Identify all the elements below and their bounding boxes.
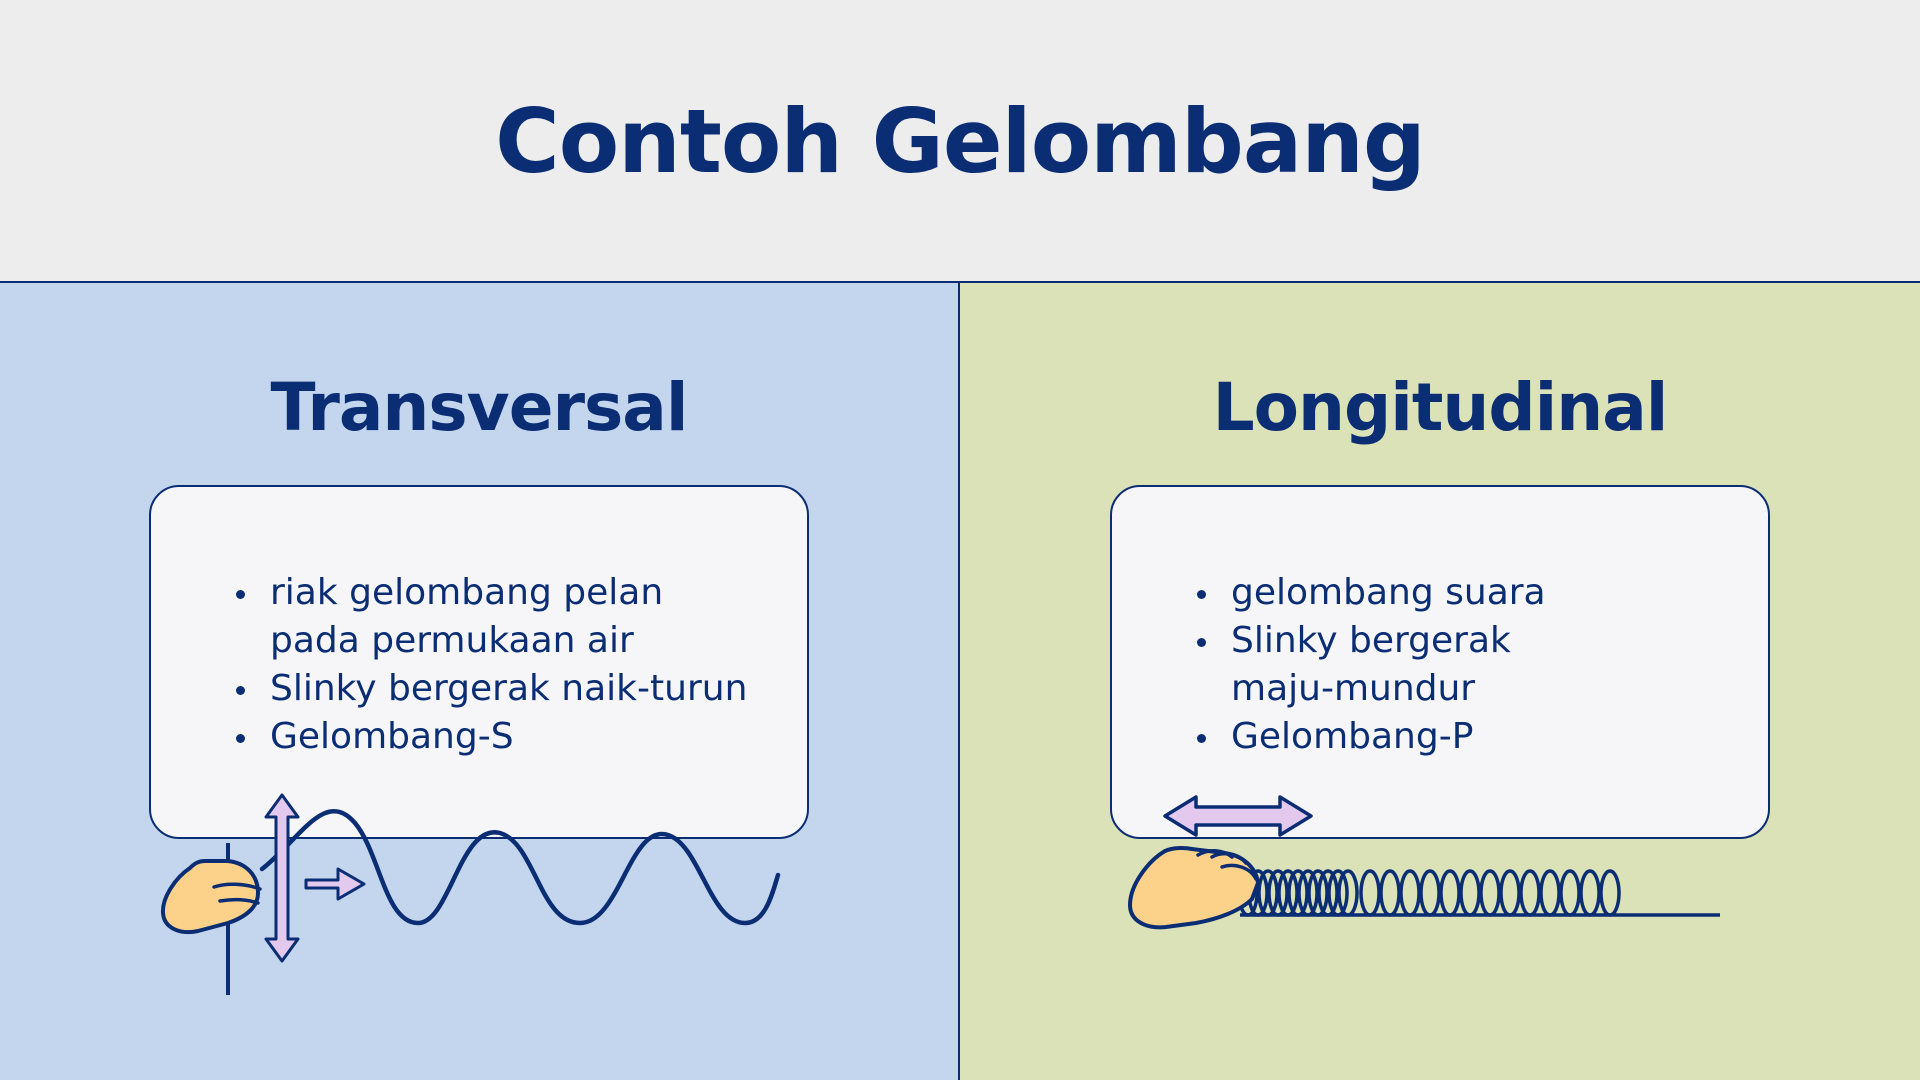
hand-icon	[1128, 845, 1260, 930]
coil-loop	[1277, 869, 1299, 917]
transversal-list: riak gelombang pelan pada permukaan air …	[236, 569, 747, 761]
coil-loop	[1379, 869, 1401, 917]
coil-loop	[1327, 869, 1349, 917]
list-item: gelombang suara	[1197, 569, 1546, 617]
transversal-panel: Transversal riak gelombang pelan pada pe…	[0, 283, 958, 1080]
list-item-line: Slinky bergerak	[1231, 620, 1511, 661]
transversal-card: riak gelombang pelan pada permukaan air …	[149, 485, 809, 839]
list-item: Gelombang-S	[236, 713, 747, 761]
transversal-heading: Transversal	[270, 369, 689, 446]
coil-loop	[1579, 869, 1601, 917]
hand-icon	[160, 859, 262, 934]
coil-loop	[1419, 869, 1441, 917]
longitudinal-card: gelombang suara Slinky bergerak maju-mun…	[1110, 485, 1770, 839]
coil-loop	[1519, 869, 1541, 917]
header: Contoh Gelombang	[0, 0, 1920, 283]
list-item: Gelombang-P	[1197, 713, 1546, 761]
coil-loop	[1237, 869, 1259, 917]
list-item: Slinky bergerak maju-mundur	[1197, 617, 1546, 713]
coil-loop	[1337, 869, 1359, 917]
page-title: Contoh Gelombang	[495, 90, 1426, 193]
coil-loop	[1257, 869, 1279, 917]
coil-loop	[1439, 869, 1461, 917]
list-item-line: Slinky bergerak naik-turun	[270, 668, 748, 709]
coil-loop	[1539, 869, 1561, 917]
coil-loop	[1559, 869, 1581, 917]
coil-loop	[1599, 869, 1621, 917]
panel-divider	[958, 283, 960, 1080]
coil-loop	[1479, 869, 1501, 917]
longitudinal-list: gelombang suara Slinky bergerak maju-mun…	[1197, 569, 1546, 761]
coil-loop	[1287, 869, 1309, 917]
coil-loop	[1359, 869, 1381, 917]
list-item-line: gelombang suara	[1231, 572, 1546, 613]
coil-loop	[1317, 869, 1339, 917]
list-item-line: Gelombang-S	[270, 716, 514, 757]
list-item: Slinky bergerak naik-turun	[236, 665, 747, 713]
coil-loop	[1267, 869, 1289, 917]
longitudinal-heading: Longitudinal	[1212, 369, 1669, 446]
list-item-line: maju-mundur	[1231, 668, 1476, 709]
coil-loop	[1307, 869, 1329, 917]
list-item-line: pada permukaan air	[270, 620, 634, 661]
coil-loop	[1399, 869, 1421, 917]
list-item: riak gelombang pelan pada permukaan air	[236, 569, 747, 665]
list-item-line: riak gelombang pelan	[270, 572, 664, 613]
longitudinal-panel: Longitudinal gelombang suara Slinky berg…	[960, 283, 1920, 1080]
coil-loop	[1247, 869, 1269, 917]
right-arrow-icon	[304, 867, 366, 901]
coil-loop	[1459, 869, 1481, 917]
slinky-coil-icon	[1237, 869, 1720, 917]
coil-loop	[1499, 869, 1521, 917]
coil-loop	[1297, 869, 1319, 917]
list-item-line: Gelombang-P	[1231, 716, 1474, 757]
